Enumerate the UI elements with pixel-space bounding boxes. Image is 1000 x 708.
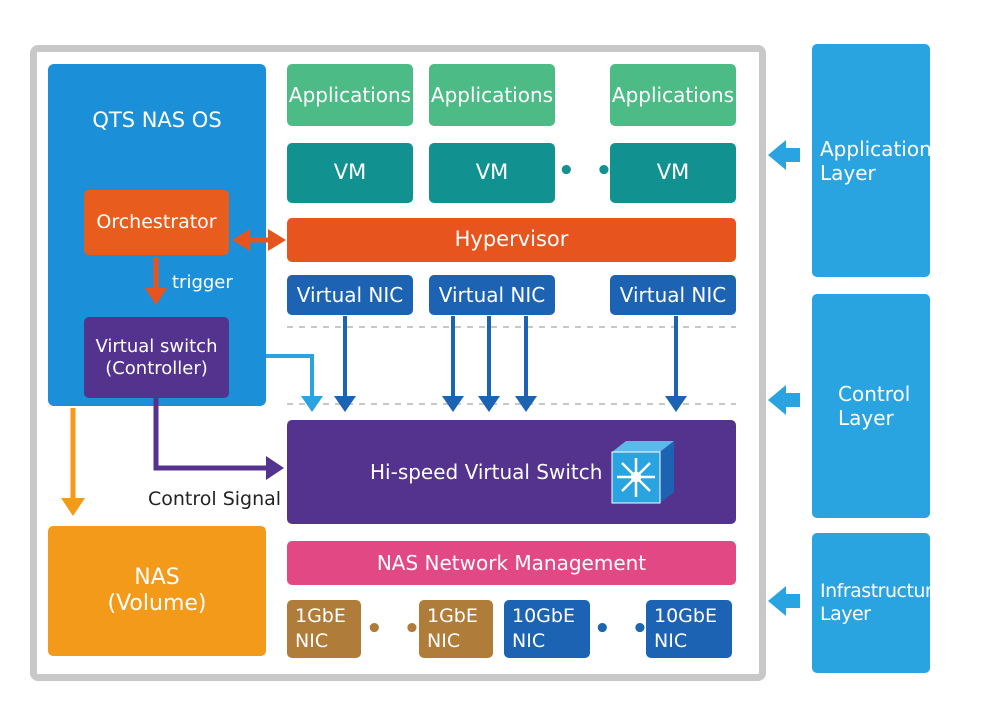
nic-1gbe-1-line1: 1GbE [295, 605, 346, 627]
applications-box-1: Applications [287, 64, 413, 126]
vm-box-3: VM [610, 143, 736, 203]
hi-speed-virtual-switch-label: Hi-speed Virtual Switch [370, 460, 603, 484]
orchestrator-hypervisor-arrow [232, 229, 286, 251]
virtual-nic-box-1: Virtual NIC [287, 275, 413, 315]
control-layer-line2: Layer [838, 406, 894, 430]
control-signal-arrow [153, 398, 284, 480]
nic-10gbe-1-line1: 10GbE [512, 605, 575, 627]
nic-1gbe-2-line2: NIC [427, 629, 461, 652]
control-signal-label: Control Signal [148, 488, 282, 510]
application-layer-line1: Application [820, 136, 932, 161]
nic-10gbe-2-line2: NIC [654, 629, 688, 652]
nic-1gbe-2-line1: 1GbE [427, 605, 478, 627]
orchestrator-label: Orchestrator [96, 211, 217, 234]
hypervisor-bar: Hypervisor [287, 218, 736, 262]
vnic-down-arrows [343, 316, 678, 398]
nas-volume-line1: NAS [134, 564, 180, 590]
layer-pointer-arrows [768, 140, 800, 616]
control-layer-box: Control Layer [812, 294, 930, 518]
nas-down-arrow [61, 408, 85, 516]
control-layer-line1: Control [838, 382, 911, 406]
os-to-switch-arrow [266, 354, 323, 412]
applications-box-2: Applications [429, 64, 555, 126]
nic-1gbe-box-2: 1GbE NIC [419, 600, 493, 658]
virtual-nic-box-3: Virtual NIC [610, 275, 736, 315]
vm-box-2: VM [429, 143, 555, 203]
application-layer-line2: Layer [820, 160, 876, 185]
virtual-switch-controller-box: Virtual switch (Controller) [84, 317, 229, 398]
nas-volume-line2: (Volume) [107, 591, 207, 616]
virtual-switch-controller-line1: Virtual switch [95, 335, 218, 357]
nic-10gbe-2-line1: 10GbE [654, 605, 717, 627]
application-layer-box: Application Layer [812, 44, 932, 277]
vm-box-1: VM [287, 143, 413, 203]
infrastructure-layer-line1: Infrastructure [820, 580, 944, 603]
virtual-switch-controller-line2: (Controller) [105, 357, 208, 379]
switch-cube-icon [611, 441, 674, 504]
hypervisor-label: Hypervisor [454, 227, 569, 252]
qts-nas-os-title: QTS NAS OS [92, 108, 222, 132]
nic-1gbe-1-line2: NIC [295, 629, 329, 652]
nas-volume-box: NAS (Volume) [48, 526, 266, 656]
infrastructure-layer-line2: Layer [820, 603, 871, 625]
nas-network-management-bar: NAS Network Management [287, 541, 736, 585]
trigger-label: trigger [172, 272, 233, 293]
nic-10gbe-box-2: 10GbE NIC [646, 600, 732, 658]
nic-10gbe-1-line2: NIC [512, 629, 546, 652]
applications-box-3: Applications [610, 64, 736, 126]
nic-1gbe-box-1: 1GbE NIC [287, 600, 361, 658]
orchestrator-box: Orchestrator [84, 190, 229, 255]
nic-10gbe-box-1: 10GbE NIC [504, 600, 590, 658]
infrastructure-layer-box: Infrastructure Layer [812, 533, 944, 673]
virtual-nic-box-2: Virtual NIC [429, 275, 555, 315]
vnic-arrow-heads [334, 396, 687, 412]
nas-network-management-label: NAS Network Management [376, 551, 647, 575]
trigger-arrow [145, 257, 167, 305]
